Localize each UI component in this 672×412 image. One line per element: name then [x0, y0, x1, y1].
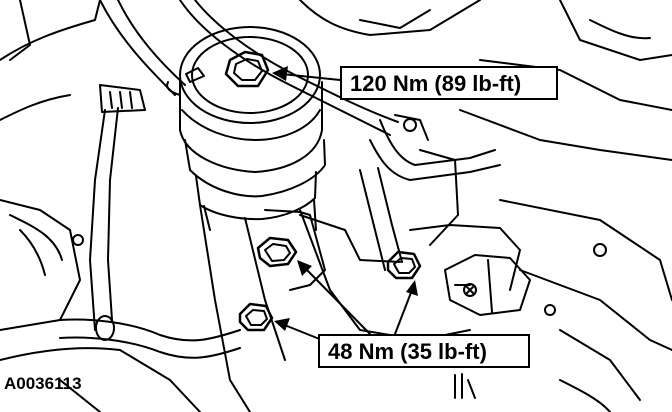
lower-bolt-right [386, 250, 422, 280]
lower-bolt-bottom [238, 302, 274, 332]
right-bracket [394, 114, 607, 316]
torque-callout-lower: 48 Nm (35 lb-ft) [318, 334, 530, 368]
hose-clamp [454, 373, 476, 399]
leader-arrow-icon [272, 66, 418, 341]
figure-number: A0036113 [4, 374, 82, 393]
lower-bolt-left [256, 236, 298, 268]
mounting-bracket [199, 204, 531, 412]
wiring-harness [19, 84, 241, 359]
idler-pulley [166, 26, 326, 231]
coolant-hose [359, 119, 501, 271]
upper-bolt [185, 50, 270, 88]
torque-callout-upper: 120 Nm (89 lb-ft) [340, 66, 558, 100]
